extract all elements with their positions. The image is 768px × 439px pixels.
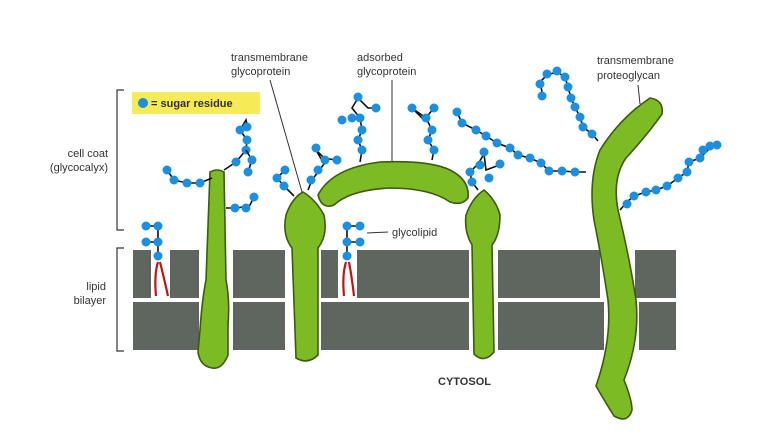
left-transmembrane-protein [197, 169, 230, 370]
tm-proteoglycan-label-2: proteoglycan [597, 70, 660, 82]
cell-coat-bracket [116, 89, 124, 231]
lipid-bilayer-label-1: lipid [86, 281, 106, 293]
adsorbed-glycoprotein-label-1: adsorbed [357, 52, 403, 64]
tm-proteoglycan-label-1: transmembrane [597, 55, 674, 67]
transmembrane-glycoprotein [284, 191, 326, 362]
sugar-residue-icon [138, 98, 148, 108]
lipid-bilayer-label-2: bilayer [74, 295, 107, 307]
lipid-bilayer-bracket [116, 247, 124, 352]
cytosol-label: CYTOSOL [438, 376, 491, 388]
legend-label: = sugar residue [151, 98, 233, 110]
adsorbed-glycoprotein-label-2: glycoprotein [357, 66, 416, 78]
glycolipid-label: glycolipid [392, 227, 437, 239]
tm-glycoprotein-label-2: glycoprotein [231, 66, 290, 78]
glycolipid-left [141, 221, 170, 297]
right-transmembrane-protein [464, 189, 501, 360]
glycolipid-right [342, 221, 365, 297]
adsorbed-glycoprotein [317, 160, 469, 208]
tm-glycoprotein-label-1: transmembrane [231, 52, 308, 64]
sugar-chains [162, 66, 722, 213]
legend: = sugar residue [132, 92, 260, 114]
lipid-bilayer [133, 250, 676, 350]
cell-coat-label-2: (glycocalyx) [50, 162, 108, 174]
cell-coat-label-1: cell coat [68, 148, 108, 160]
transmembrane-proteoglycan [591, 97, 664, 420]
